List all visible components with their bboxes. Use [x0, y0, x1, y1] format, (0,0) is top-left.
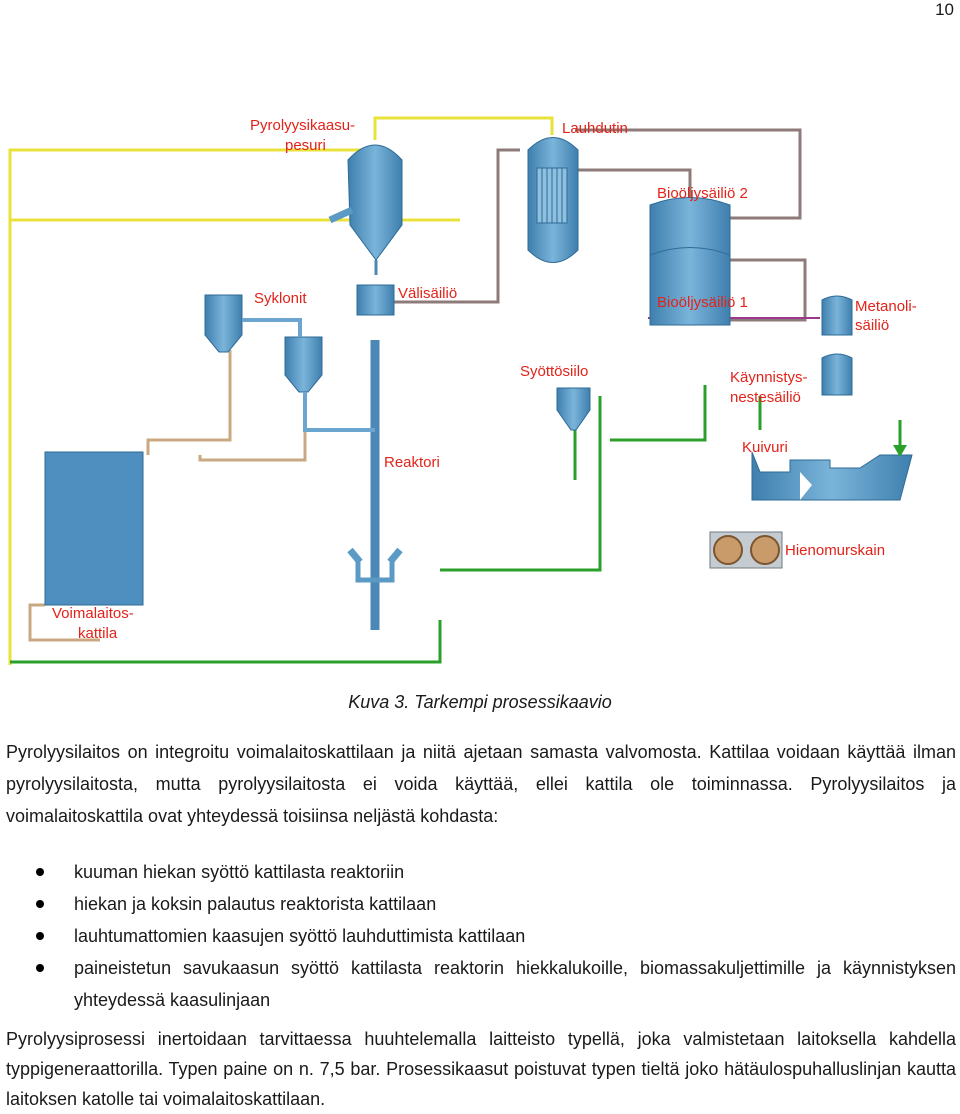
label-power-boiler-2: kattila	[78, 625, 118, 642]
power-boiler-icon	[44, 451, 144, 606]
pyrolysis-gas-scrubber-icon	[347, 144, 403, 261]
cyclone-2-icon	[284, 336, 323, 393]
bullet-icon	[36, 964, 44, 972]
startup-tank-icon	[821, 353, 853, 396]
green-lines	[10, 385, 902, 664]
label-cyclones: Syklonit	[254, 290, 307, 307]
paragraph-inertization: Pyrolyysiprosessi inertoidaan tarvittaes…	[6, 1029, 956, 1109]
list-item: paineistetun savukaasun syöttö kattilast…	[0, 952, 956, 1016]
fine-crusher-icon	[709, 531, 783, 569]
process-diagram: Pyrolyysikaasu- pesuri Lauhdutin Bioöljy…	[8, 116, 917, 665]
list-item: lauhtumattomien kaasujen syöttö lauhdutt…	[0, 920, 956, 952]
cyclone-1-icon	[204, 294, 243, 353]
intermediate-tank-icon	[356, 284, 395, 316]
figure-caption: Kuva 3. Tarkempi prosessikaavio	[348, 692, 612, 712]
dryer-gap	[800, 472, 812, 500]
biooil-tank-2-icon	[649, 197, 731, 266]
label-methanol-tank-1: Metanoli-	[855, 298, 917, 315]
list-item: kuuman hiekan syöttö kattilasta reaktori…	[0, 856, 956, 888]
label-fine-crusher: Hienomurskain	[785, 542, 885, 559]
green-arrow-icon	[893, 445, 907, 457]
label-methanol-tank-2: säiliö	[855, 317, 889, 334]
reactor-feed-line	[303, 392, 375, 432]
bullet-icon	[36, 868, 44, 876]
label-power-boiler-1: Voimalaitos-	[52, 605, 134, 622]
methanol-tank-icon	[821, 295, 853, 336]
label-biooil-tank-1: Bioöljysäiliö 1	[657, 294, 748, 311]
bullet-icon	[36, 932, 44, 940]
dryer-icon	[751, 451, 913, 501]
reactor-icon	[347, 340, 403, 630]
page-number: 10	[935, 0, 954, 19]
connection-list: kuuman hiekan syöttö kattilasta reaktori…	[0, 856, 956, 1016]
list-item-text: kuuman hiekan syöttö kattilasta reaktori…	[74, 862, 405, 882]
condenser-tubes	[541, 168, 563, 223]
label-startup-tank-1: Käynnistys-	[730, 369, 808, 386]
label-biooil-tank-2: Bioöljysäiliö 2	[657, 185, 748, 202]
label-dryer: Kuivuri	[742, 439, 788, 456]
label-condenser: Lauhdutin	[562, 120, 628, 137]
list-item-text: hiekan ja koksin palautus reaktorista ka…	[74, 894, 437, 914]
label-pyrolysis-scrubber-1: Pyrolyysikaasu-	[250, 117, 355, 134]
label-startup-tank-2: nestesäiliö	[730, 389, 801, 406]
paragraph-intro: Pyrolyysilaitos on integroitu voimalaito…	[6, 742, 956, 826]
label-intermediate-tank: Välisäiliö	[398, 285, 457, 302]
list-item: hiekan ja koksin palautus reaktorista ka…	[0, 888, 956, 920]
scrubber-inlet-nozzle	[328, 206, 354, 224]
label-pyrolysis-scrubber-2: pesuri	[285, 137, 326, 154]
biooil-tank-1-icon	[649, 247, 731, 326]
list-item-text: paineistetun savukaasun syöttö kattilast…	[74, 958, 956, 1010]
cyclone-connection	[242, 318, 302, 337]
bullet-icon	[36, 900, 44, 908]
feed-silo-icon	[556, 387, 591, 431]
label-feed-silo: Syöttösiilo	[520, 363, 588, 380]
label-reactor: Reaktori	[384, 454, 440, 471]
list-item-text: lauhtumattomien kaasujen syöttö lauhdutt…	[74, 926, 526, 946]
